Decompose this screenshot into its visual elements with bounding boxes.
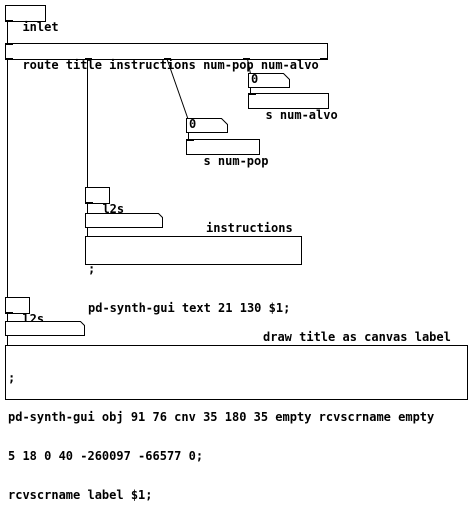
inlet-port[interactable]	[249, 93, 256, 95]
send-num-pop-label: s num-pop	[203, 154, 269, 168]
send-num-pop-object[interactable]: s num-pop	[186, 139, 268, 168]
outlet-port-num-pop[interactable]	[164, 58, 171, 60]
connection-route-numalvo	[247, 58, 251, 75]
comment-draw-title: draw title as canvas label	[263, 330, 451, 344]
outlet-port[interactable]	[6, 20, 13, 22]
message-line: pd-synth-gui obj 91 76 cnv 35 180 35 emp…	[8, 410, 435, 424]
route-label: route title instructions num-pop num-alv…	[22, 58, 319, 72]
outlet-port[interactable]	[6, 312, 13, 314]
symbol-atom-outline	[5, 321, 85, 336]
message-box-title[interactable]: ; pd-synth-gui obj 91 76 cnv 35 180 35 e…	[5, 345, 468, 502]
patch-connections	[7, 21, 251, 346]
outlet-port-title[interactable]	[6, 58, 13, 60]
message-line: ;	[88, 262, 96, 276]
message-line: ;	[8, 371, 16, 385]
message-line: rcvscrname label $1;	[8, 488, 153, 502]
outlet-port-num-alvo[interactable]	[243, 58, 250, 60]
send-num-alvo-object[interactable]: s num-alvo	[248, 93, 338, 122]
symbol-atom-title[interactable]: symbol	[5, 321, 85, 363]
number-box-num-pop[interactable]: 0	[186, 118, 228, 133]
symbol-atom-instructions[interactable]: symbol	[85, 213, 163, 255]
send-num-alvo-label: s num-alvo	[265, 108, 338, 122]
inlet-label: inlet	[22, 20, 59, 34]
message-line: pd-synth-gui text 21 130 $1;	[88, 301, 291, 315]
number-box-outline	[248, 73, 290, 88]
inlet-port[interactable]	[187, 139, 194, 141]
l2s-instructions-object[interactable]: l2s	[85, 187, 124, 216]
outlet-port-instructions[interactable]	[85, 58, 92, 60]
comment-instructions: instructions	[206, 221, 293, 235]
outlet-port-reject[interactable]	[320, 58, 327, 60]
number-box-num-alvo[interactable]: 0	[248, 73, 290, 88]
symbol-atom-outline	[85, 213, 163, 228]
inlet-object[interactable]: inlet	[5, 5, 59, 34]
message-box-instructions[interactable]: ; pd-synth-gui text 21 130 $1;	[85, 236, 302, 315]
number-box-value: 0	[189, 117, 197, 131]
outlet-port[interactable]	[86, 202, 93, 204]
l2s-label: l2s	[102, 202, 125, 216]
connection-route-numpop	[166, 58, 189, 120]
route-object[interactable]: route title instructions num-pop num-alv…	[5, 43, 328, 72]
number-box-outline	[186, 118, 228, 133]
l2s-title-object[interactable]: l2s	[5, 297, 44, 326]
message-line: 5 18 0 40 -260097 -66577 0;	[8, 449, 204, 463]
inlet-port[interactable]	[6, 43, 13, 45]
number-box-value: 0	[251, 72, 259, 86]
